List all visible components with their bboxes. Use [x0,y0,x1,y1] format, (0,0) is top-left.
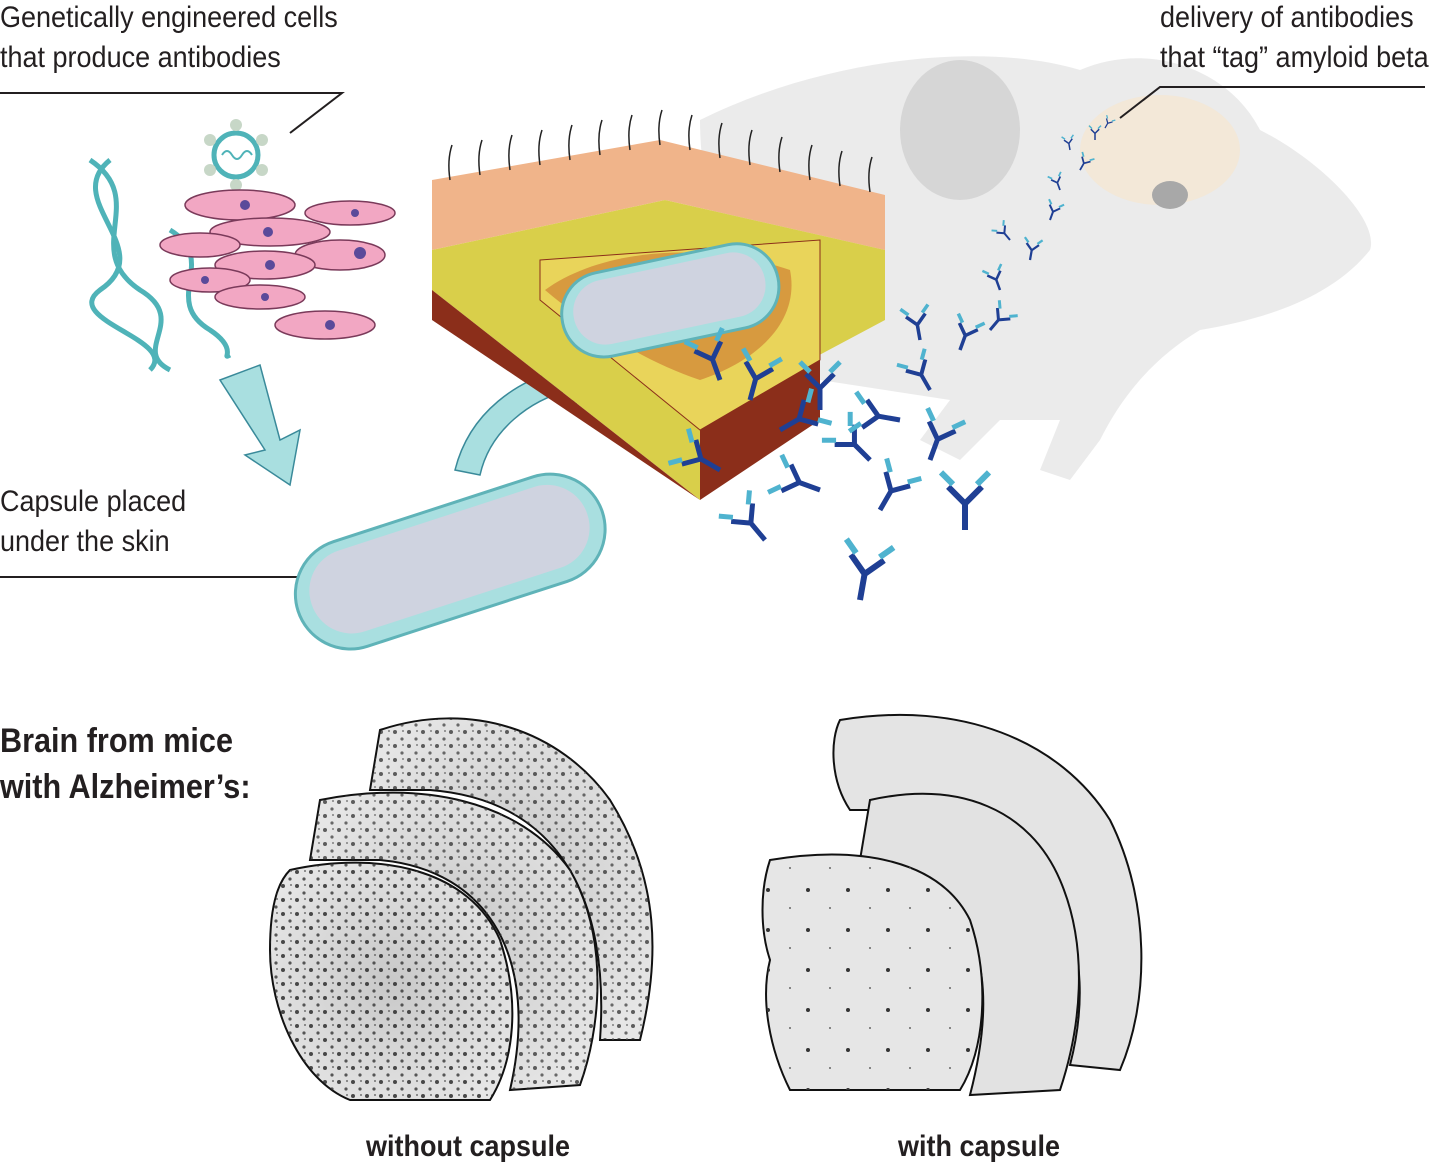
label-line: that produce antibodies [0,41,281,74]
brain-sections-without-capsule [268,717,654,1101]
mouse-silhouette [700,56,1372,480]
dna-helix-icon [88,157,232,373]
virus-icon [204,119,268,191]
label-line: that “tag” amyloid beta [1160,41,1429,74]
engineered-cells [159,189,396,340]
label-line: delivery of antibodies [1160,1,1414,34]
label-line: Brain from mice [0,722,233,760]
label-line: under the skin [0,525,170,558]
label-line: Genetically engineered cells [0,1,338,34]
capsule-device [293,472,607,651]
label-line: with Alzheimer’s: [0,768,251,806]
brain-sections-with-capsule [761,713,1143,1097]
brain-heading: Brain from mice with Alzheimer’s: [0,718,251,810]
label-line: Capsule placed [0,485,187,518]
label-engineered-cells: Genetically engineered cells that produc… [0,0,338,78]
arrow-to-capsule-icon [218,364,302,487]
caption-with-capsule: with capsule [898,1130,1061,1163]
label-capsule: Capsule placed under the skin [0,482,186,562]
label-antibody-delivery: delivery of antibodies that “tag” amyloi… [1160,0,1429,78]
implanted-capsule [560,242,781,359]
caption-without-capsule: without capsule [366,1130,571,1163]
skin-cross-section [432,109,885,500]
